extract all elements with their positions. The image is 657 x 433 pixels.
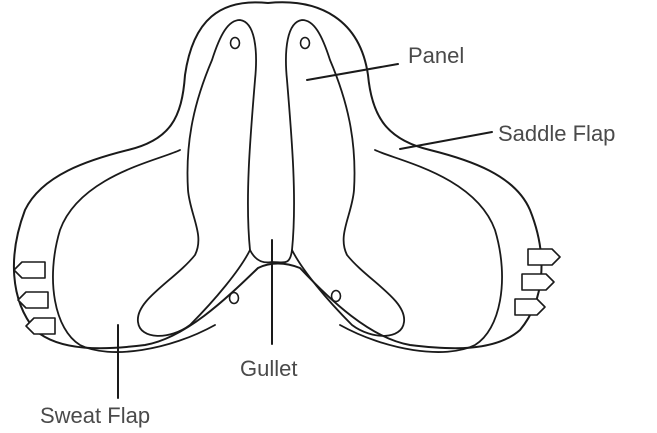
billet-right-1 (528, 249, 560, 265)
panel-hole-bottom-right (332, 291, 341, 302)
panel-hole-top-right (301, 38, 310, 49)
billet-right-2 (522, 274, 554, 290)
panel-hole-bottom-left (230, 293, 239, 304)
label-panel: Panel (408, 45, 464, 67)
billet-right-3 (515, 299, 545, 315)
billet-left-1 (14, 262, 45, 278)
leader-saddle-flap (400, 132, 492, 149)
billet-left-2 (18, 292, 48, 308)
label-saddle-flap: Saddle Flap (498, 123, 615, 145)
label-sweat-flap: Sweat Flap (40, 405, 150, 427)
panel-hole-top-left (231, 38, 240, 49)
label-gullet: Gullet (240, 358, 297, 380)
